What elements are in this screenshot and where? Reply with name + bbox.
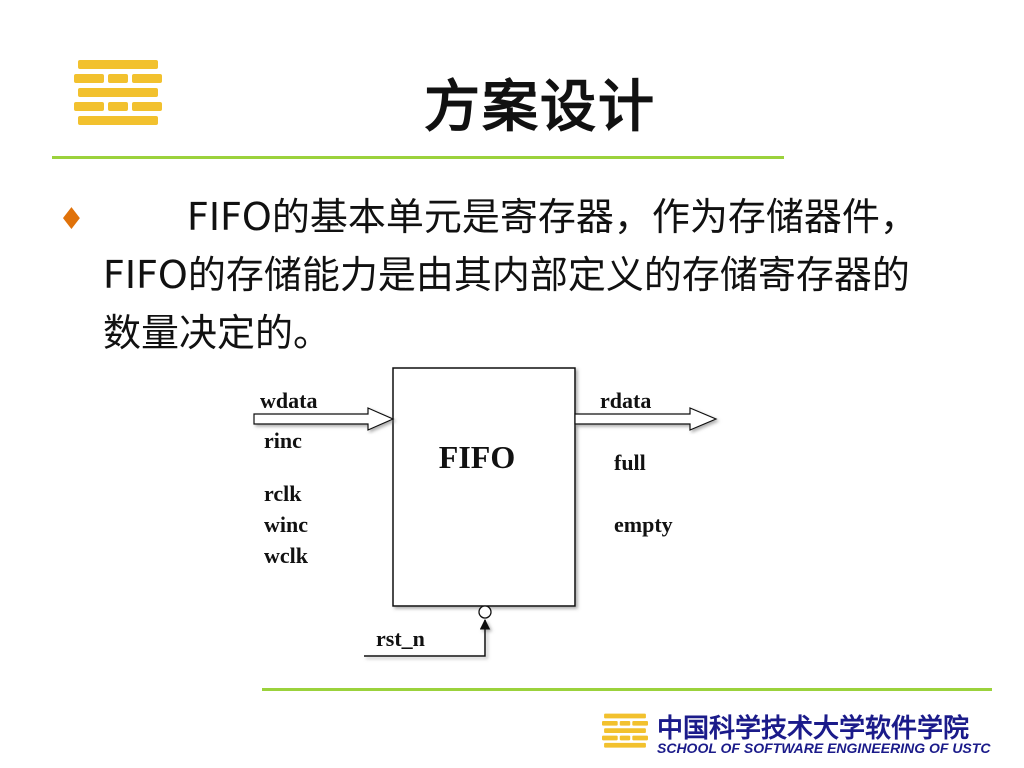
slide-title: 方案设计 — [424, 75, 656, 140]
fifo-block-label: FIFO — [439, 439, 515, 475]
footer-divider — [262, 688, 992, 691]
signal-label-rinc: rinc — [264, 428, 302, 453]
footer-school-name-cn: 中国科学技术大学软件学院 — [657, 714, 970, 744]
footer-school-name-en: SCHOOL OF SOFTWARE ENGINEERING OF USTC — [657, 740, 991, 756]
wdata-bus-arrow — [253, 407, 395, 431]
rst-n-arrow — [364, 618, 491, 657]
bullet-diamond-icon: ♦ — [58, 202, 85, 237]
fifo-block — [392, 367, 576, 607]
fifo-diagram: FIFO wdata rinc rclk winc wclk rdata ful… — [250, 360, 730, 674]
signal-label-rst-n: rst_n — [376, 626, 425, 651]
rdata-bus-arrow — [574, 407, 718, 431]
signal-label-wdata: wdata — [260, 388, 317, 413]
signal-label-full: full — [614, 450, 646, 475]
title-divider — [52, 156, 784, 159]
bullet-paragraph: FIFO的基本单元是寄存器，作为存储器件，FIFO的存储能力是由其内部定义的存储… — [103, 188, 943, 362]
signal-label-empty: empty — [614, 512, 673, 537]
reset-inversion-bubble — [478, 605, 492, 619]
signal-label-wclk: wclk — [264, 543, 309, 568]
signal-label-rdata: rdata — [600, 388, 651, 413]
signal-label-rclk: rclk — [264, 481, 302, 506]
footer-logo-icon — [602, 712, 648, 754]
bullet-text: FIFO的基本单元是寄存器，作为存储器件，FIFO的存储能力是由其内部定义的存储… — [103, 195, 918, 355]
school-logo-icon — [74, 60, 162, 134]
signal-label-winc: winc — [264, 512, 308, 537]
